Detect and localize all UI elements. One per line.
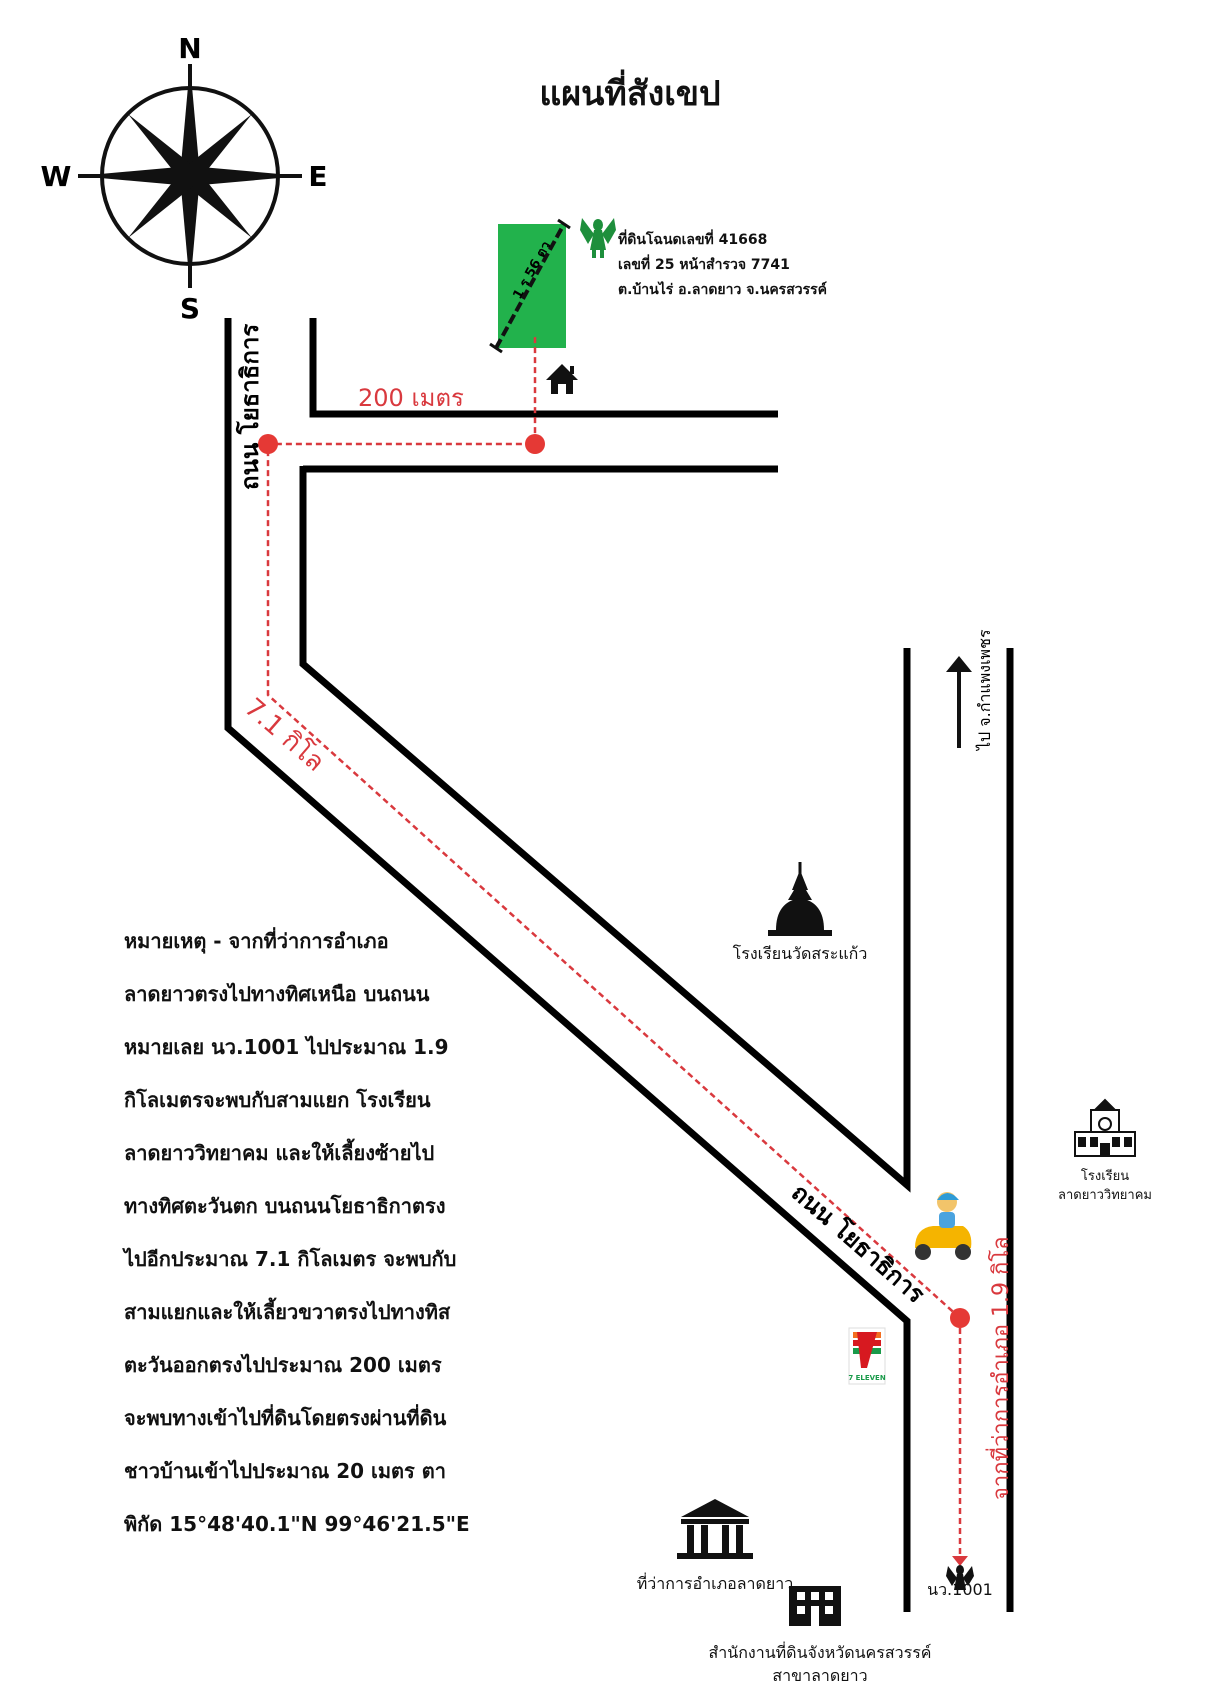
parcel-info: ที่ดินโฉนดเลขที่ 41668 เลขที่ 25 หน้าสำร… (618, 228, 827, 303)
note-line: พิกัด 15°48'40.1"N 99°46'21.5"E (124, 1512, 470, 1536)
government-building-icon (677, 1499, 753, 1559)
route-number-label: นว.1001 (927, 1580, 993, 1599)
garuda-emblem-icon (580, 218, 616, 258)
school-right-label-1: โรงเรียน (1080, 1169, 1130, 1184)
route-end-arrow-icon (952, 1556, 968, 1566)
note-line: ลาดยาววิทยาคม และให้เลี้ยงซ้ายไป (124, 1141, 435, 1165)
seven-eleven-logo-icon: 7 ELEVEN (848, 1327, 886, 1385)
note-line: จะพบทางเข้าไปที่ดินโดยตรงผ่านที่ดิน (124, 1406, 447, 1430)
road-lines (224, 318, 1014, 1612)
arrow-up-icon (946, 656, 972, 748)
compass-s-label: S (180, 292, 200, 325)
parcel-info-line: เลขที่ 25 หน้าสำรวจ 7741 (618, 257, 790, 273)
route-point-junction-left (258, 434, 278, 454)
distance-from-office-label: จากที่ว่าการอำเภอ 1.9 กิโล (985, 1236, 1014, 1500)
note-line: สามแยกและให้เลี้ยวขวาตรงไปทางทิส (124, 1300, 451, 1324)
land-office-label-1: สำนักงานที่ดินจังหวัดนครสวรรค์ (708, 1643, 932, 1662)
note-line: ไปอีกประมาณ 7.1 กิโลเมตร จะพบกับ (124, 1247, 457, 1271)
distance-short-label: 200 เมตร (358, 384, 464, 412)
road-left-outer (224, 318, 911, 1612)
note-line: ชาวบ้านเข้าไปประมาณ 20 เมตร ตา (124, 1459, 446, 1483)
route-point-junction-right (950, 1308, 970, 1328)
parcel-info-line: ที่ดินโฉนดเลขที่ 41668 (618, 232, 768, 248)
compass-w-label: W (41, 160, 72, 193)
seven-eleven-label: 7 ELEVEN (848, 1374, 886, 1382)
road-name-diagonal: ถนน โยธาธิการ (786, 1178, 931, 1309)
route-point-entrance (525, 434, 545, 454)
to-province-label: ไป จ.กำแพงเพชร (975, 629, 994, 752)
map-title: แผนที่สังเขป (539, 74, 721, 114)
school-right-label-2: ลาดยาววิทยาคม (1058, 1188, 1152, 1203)
note-line: กิโลเมตรจะพบกับสามแยก โรงเรียน (124, 1088, 431, 1112)
note-line: หมายเลย นว.1001 ไปประมาณ 1.9 (124, 1035, 449, 1059)
garuda-start-icon (946, 1565, 974, 1590)
note-line: ลาดยาวตรงไปทางทิศเหนือ บนถนน (124, 982, 430, 1006)
road-name-left: ถนน โยธาธิการ (235, 324, 264, 490)
note-line: ทางทิศตะวันตก บนถนนโยธาธิกาตรง (124, 1194, 446, 1218)
parcel-dimension-line (489, 218, 571, 354)
compass-rose-icon: N S E W (41, 32, 328, 325)
note-line: หมายเหตุ - จากที่ว่าการอำเภอ (124, 929, 389, 953)
scooter-rider-icon (915, 1192, 972, 1260)
road-left-inner (299, 466, 911, 1193)
parcel-info-line: ต.บ้านไร่ อ.ลาดยาว จ.นครสวรรค์ (618, 282, 828, 298)
distance-diagonal-label: 7.1 กิโล (238, 692, 330, 778)
direction-note: หมายเหตุ - จากที่ว่าการอำเภอ ลาดยาวตรงไป… (124, 915, 524, 1551)
note-line: ตะวันออกตรงไปประมาณ 200 เมตร (124, 1353, 442, 1377)
house-icon (546, 364, 578, 394)
office-building-icon (789, 1586, 841, 1626)
stupa-icon (768, 862, 832, 936)
road-top-upper (309, 318, 778, 418)
school-building-icon (1074, 1098, 1136, 1157)
compass-e-label: E (308, 160, 327, 193)
district-office-label: ที่ว่าการอำเภอลาดยาว (636, 1574, 794, 1593)
temple-school-label: โรงเรียนวัดสระแก้ว (732, 944, 868, 963)
compass-n-label: N (178, 32, 201, 65)
land-office-label-2: สาขาลาดยาว (772, 1666, 868, 1685)
